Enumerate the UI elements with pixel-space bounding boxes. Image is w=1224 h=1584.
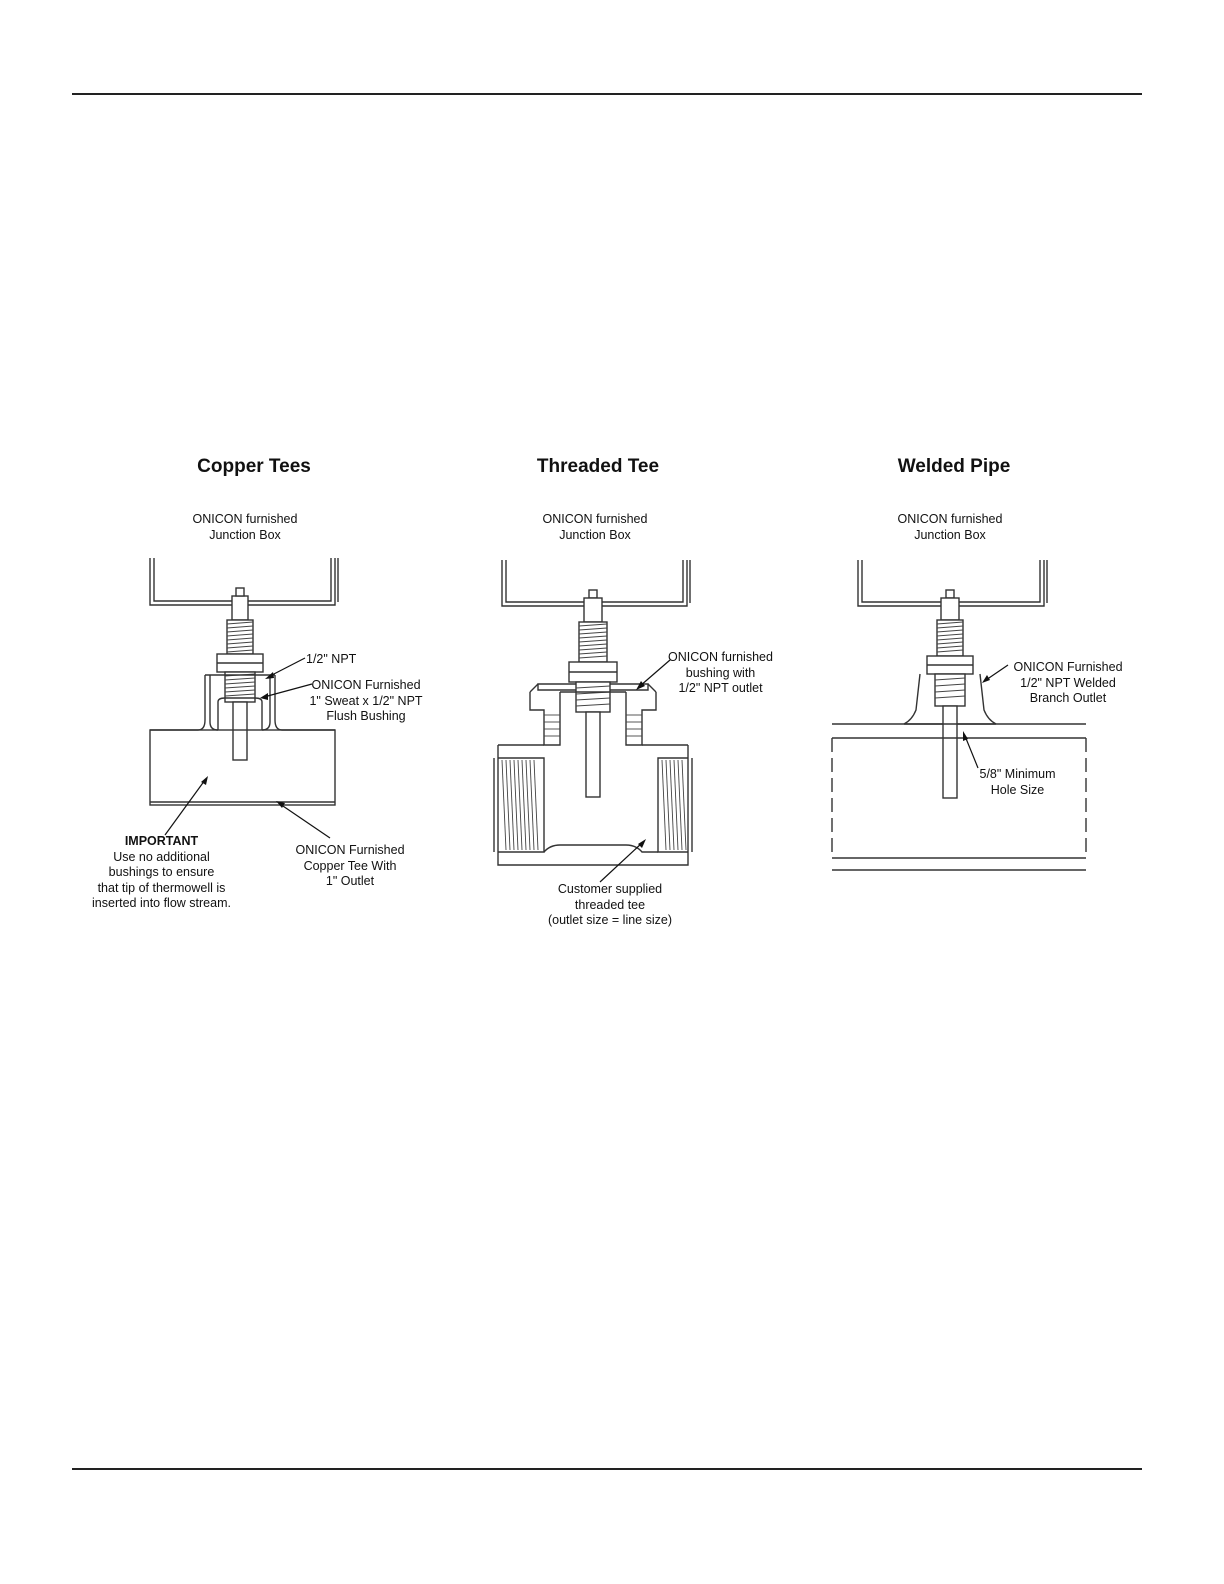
welded-junction-box-label: ONICON furnished Junction Box [897,512,1003,542]
threaded-fitting [226,619,254,655]
copper-tee-drawing [149,558,339,839]
threaded-tee-outlet [529,692,561,746]
footer-rule [72,1468,1142,1470]
thermowell [585,711,601,798]
welded-hole-label: 5/8" Minimum Hole Size [979,767,1056,797]
copper-bushing-label: ONICON Furnished 1" Sweat x 1/2" NPT Flu… [309,678,423,723]
copper-junction-box-label: ONICON furnished Junction Box [192,512,298,542]
probe-nut [583,597,603,623]
welded-outlet-label: ONICON Furnished 1/2" NPT Welded Branch … [1013,660,1123,705]
copper-tee-label: ONICON Furnished Copper Tee With 1" Outl… [295,843,405,888]
threaded-tee-label: Customer supplied threaded tee (outlet s… [547,882,672,927]
copper-tees-panel: Copper Tees ONICON furnished Junction Bo… [80,440,440,920]
copper-important-note: IMPORTANT Use no additional bushings to … [92,834,231,910]
copper-tees-title: Copper Tees [197,456,311,477]
threaded-bushing-label: ONICON furnished bushing with 1/2" NPT o… [668,650,773,695]
header-rule [72,93,1142,95]
probe-nut [231,595,249,621]
copper-npt-label: 1/2" NPT [306,652,357,666]
thermowell [942,705,958,799]
threaded-tee-panel: Threaded Tee ONICON furnished Junction B… [480,440,800,940]
threaded-junction-box-label: ONICON furnished Junction Box [542,512,648,542]
welded-pipe-title: Welded Pipe [897,456,1011,477]
threaded-tee-title: Threaded Tee [536,456,660,477]
welded-pipe-panel: Welded Pipe ONICON furnished Junction Bo… [820,440,1140,920]
probe-nut [940,597,960,621]
welded-pipe-drawing [831,560,1087,871]
tee-outlet [150,675,206,731]
threaded-tee-drawing [493,560,693,883]
copper-tee-body [149,729,336,806]
thermowell [232,701,248,761]
